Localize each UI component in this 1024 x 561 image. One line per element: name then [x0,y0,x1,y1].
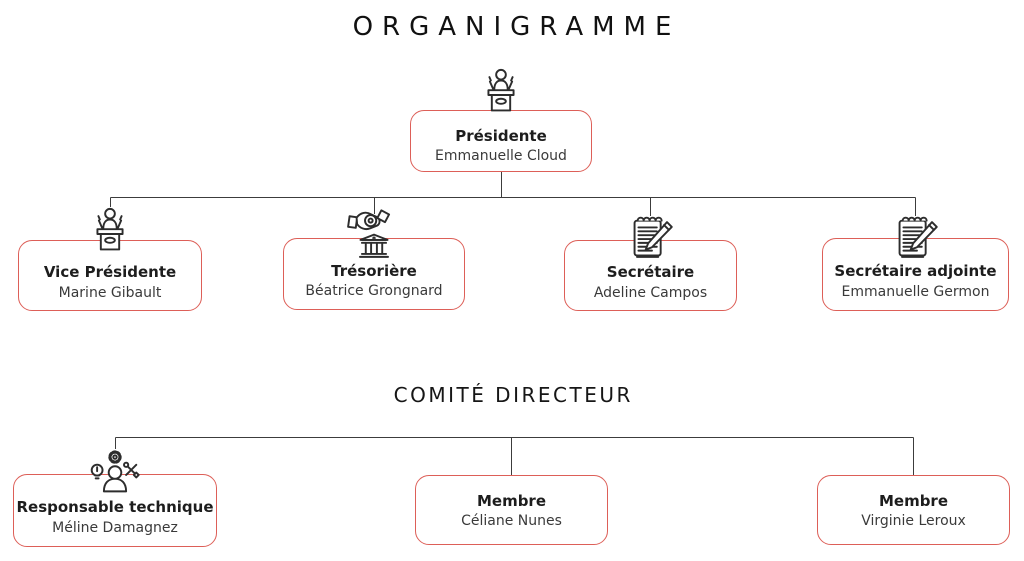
page-title: ORGANIGRAMME [352,12,681,42]
person-name: Adeline Campos [593,284,708,301]
speaker-podium-icon [472,66,530,124]
section-title-comite-directeur: COMITÉ DIRECTEUR [393,383,633,407]
org-node-responsable-technique: Responsable technique Méline Damagnez [13,474,217,547]
person-name: Emmanuelle Cloud [435,148,567,165]
speaker-podium-icon [81,205,139,263]
person-name: Virginie Leroux [861,513,966,530]
role-label: Responsable technique [16,498,214,517]
person-name: Céliane Nunes [461,513,562,530]
role-label: Présidente [455,126,547,145]
notepad-pencil-icon [887,211,945,269]
person-name: Marine Gibault [58,284,162,301]
role-label: Membre [476,491,547,510]
org-node-tresoriere: Trésorière Béatrice Grongnard [283,238,465,310]
role-label: Trésorière [331,261,417,280]
person-name: Béatrice Grongnard [305,283,443,300]
org-node-presidente: Présidente Emmanuelle Cloud [410,110,592,172]
role-label: Vice Présidente [43,263,177,282]
role-label: Secrétaire adjointe [834,262,997,281]
notepad-pencil-icon [622,211,680,269]
role-label: Secrétaire [606,263,695,282]
org-node-vice-presidente: Vice Présidente Marine Gibault [18,240,202,311]
role-label: Membre [878,491,949,510]
treasury-icon [345,209,403,267]
person-name: Emmanuelle Germon [841,283,990,300]
org-node-secretaire: Secrétaire Adeline Campos [564,240,737,311]
org-node-membre-1: Membre Céliane Nunes [415,475,608,545]
org-node-membre-2: Membre Virginie Leroux [817,475,1010,545]
technical-skills-icon [86,445,144,503]
person-name: Méline Damagnez [52,519,178,536]
org-node-secretaire-adjointe: Secrétaire adjointe Emmanuelle Germon [822,238,1009,311]
